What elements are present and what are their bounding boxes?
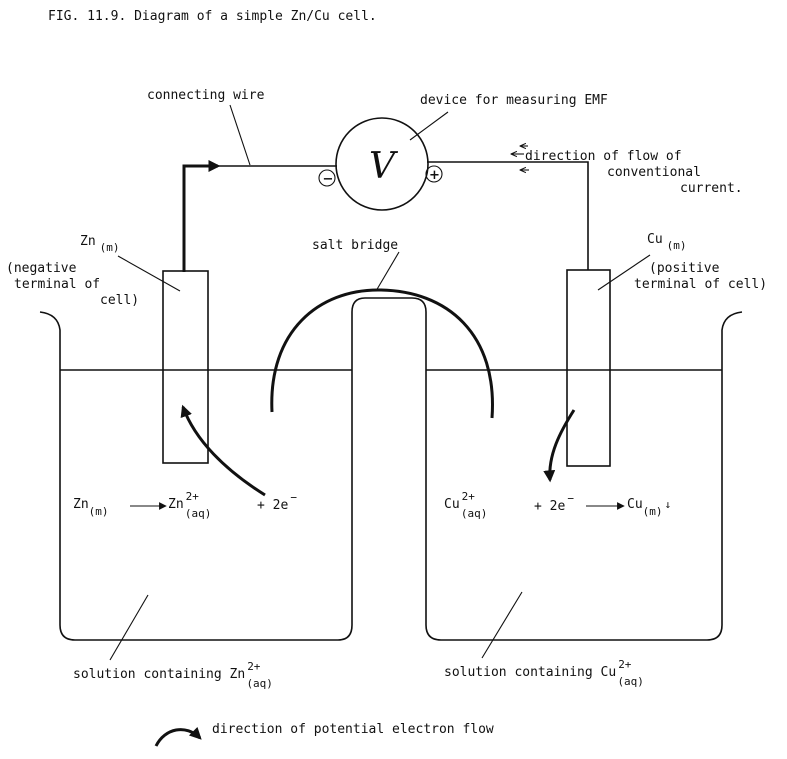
zn-solution-label: solution containing Zn2+(aq): [73, 660, 273, 690]
zn-terminal-line2: terminal of: [14, 277, 100, 292]
left-beaker: [39, 297, 366, 641]
connecting-wire-pointer: [229, 104, 251, 166]
cu-electron-flow-arrow: [543, 409, 576, 483]
negative-terminal-icon: [318, 169, 336, 187]
connecting-wire-label: connecting wire: [147, 88, 265, 103]
salt-bridge-label: salt bridge: [312, 238, 398, 253]
legend-label: direction of potential electron flow: [212, 722, 494, 737]
current-direction-line1: direction of flow of: [525, 149, 682, 164]
copper-electrode: [566, 269, 611, 467]
meter-symbol: V: [369, 146, 399, 187]
emf-meter: [335, 117, 429, 211]
cu-solution-label: solution containing Cu2+(aq): [444, 658, 644, 688]
cu-terminal-line2: terminal of cell): [634, 277, 767, 292]
zn-equation-electrons: + 2e−: [257, 491, 297, 513]
cu-solution-pointer: [481, 591, 523, 659]
zn-equation-reactant: Zn(m): [73, 497, 109, 518]
plus-sign: +: [429, 168, 440, 183]
zn-electrode-label: Zn(m): [80, 234, 120, 254]
legend-electron-flow-icon: [154, 726, 202, 747]
salt-bridge-pointer: [375, 251, 400, 292]
cu-terminal-line1: (positive: [649, 261, 720, 276]
wire-right: [427, 161, 589, 270]
cu-electrode-pointer: [597, 254, 651, 291]
zn-electron-flow-arrow: [180, 404, 266, 497]
current-direction-line2: conventional: [607, 165, 701, 180]
cu-equation-electrons: + 2e−: [534, 492, 574, 514]
emf-device-pointer: [409, 111, 449, 141]
zn-electrode-pointer: [117, 255, 181, 292]
positive-terminal-icon: [425, 165, 443, 183]
cu-equation-product: Cu(m)↓: [627, 497, 671, 518]
wire-left-arrow: [182, 160, 221, 272]
zn-equation-product: Zn2+(aq): [168, 490, 211, 520]
figure-title: FIG. 11.9. Diagram of a simple Zn/Cu cel…: [48, 9, 377, 24]
current-direction-line3: current.: [680, 181, 743, 196]
zn-solution-pointer: [109, 594, 149, 661]
emf-device-label: device for measuring EMF: [420, 93, 608, 108]
cu-electrode-label: Cu(m): [647, 232, 687, 252]
zinc-electrode: [162, 270, 209, 464]
right-beaker: [411, 297, 743, 641]
zn-terminal-line1: (negative: [6, 261, 77, 276]
zn-terminal-line3: cell): [100, 293, 139, 308]
cu-equation-reactant: Cu2+(aq): [444, 490, 487, 520]
salt-bridge: [270, 288, 494, 419]
minus-sign: −: [323, 172, 334, 187]
